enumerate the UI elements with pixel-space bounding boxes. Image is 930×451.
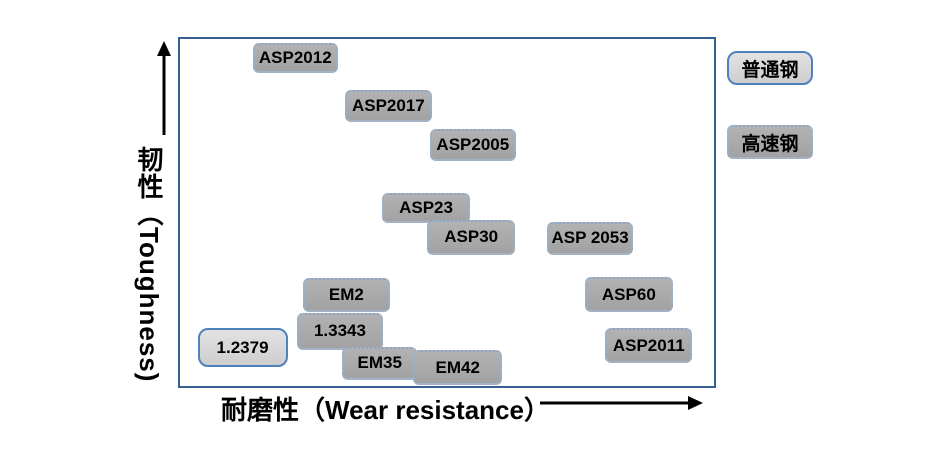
legend: 普通钢高速钢: [727, 51, 813, 159]
steel-label-1.3343: 1.3343: [296, 312, 383, 350]
x-axis-label: 耐磨性（Wear resistance）: [221, 395, 550, 425]
steel-label-ASP23: ASP23: [382, 192, 471, 223]
steel-label-EM42: EM42: [413, 350, 503, 386]
y-axis-arrow-icon: [157, 41, 171, 135]
steel-label-1.2379: 1.2379: [197, 328, 288, 368]
steel-label-ASP2012: ASP2012: [252, 43, 338, 74]
steel-label-ASP30: ASP30: [427, 219, 516, 255]
steel-label-ASP2011: ASP2011: [605, 328, 693, 364]
steel-label-ASP2017: ASP2017: [344, 90, 432, 123]
x-axis-arrow-icon: [540, 396, 703, 410]
steel-label-ASP2005: ASP2005: [429, 129, 516, 162]
steel-label-ASP-2053: ASP 2053: [547, 221, 634, 255]
steel-label-EM35: EM35: [342, 346, 418, 380]
y-axis-label: 韧性（Toughness): [134, 146, 164, 383]
legend-item-高速钢: 高速钢: [727, 125, 813, 159]
steel-label-ASP60: ASP60: [584, 277, 673, 313]
legend-item-普通钢: 普通钢: [727, 51, 813, 85]
steel-label-EM2: EM2: [302, 277, 390, 312]
